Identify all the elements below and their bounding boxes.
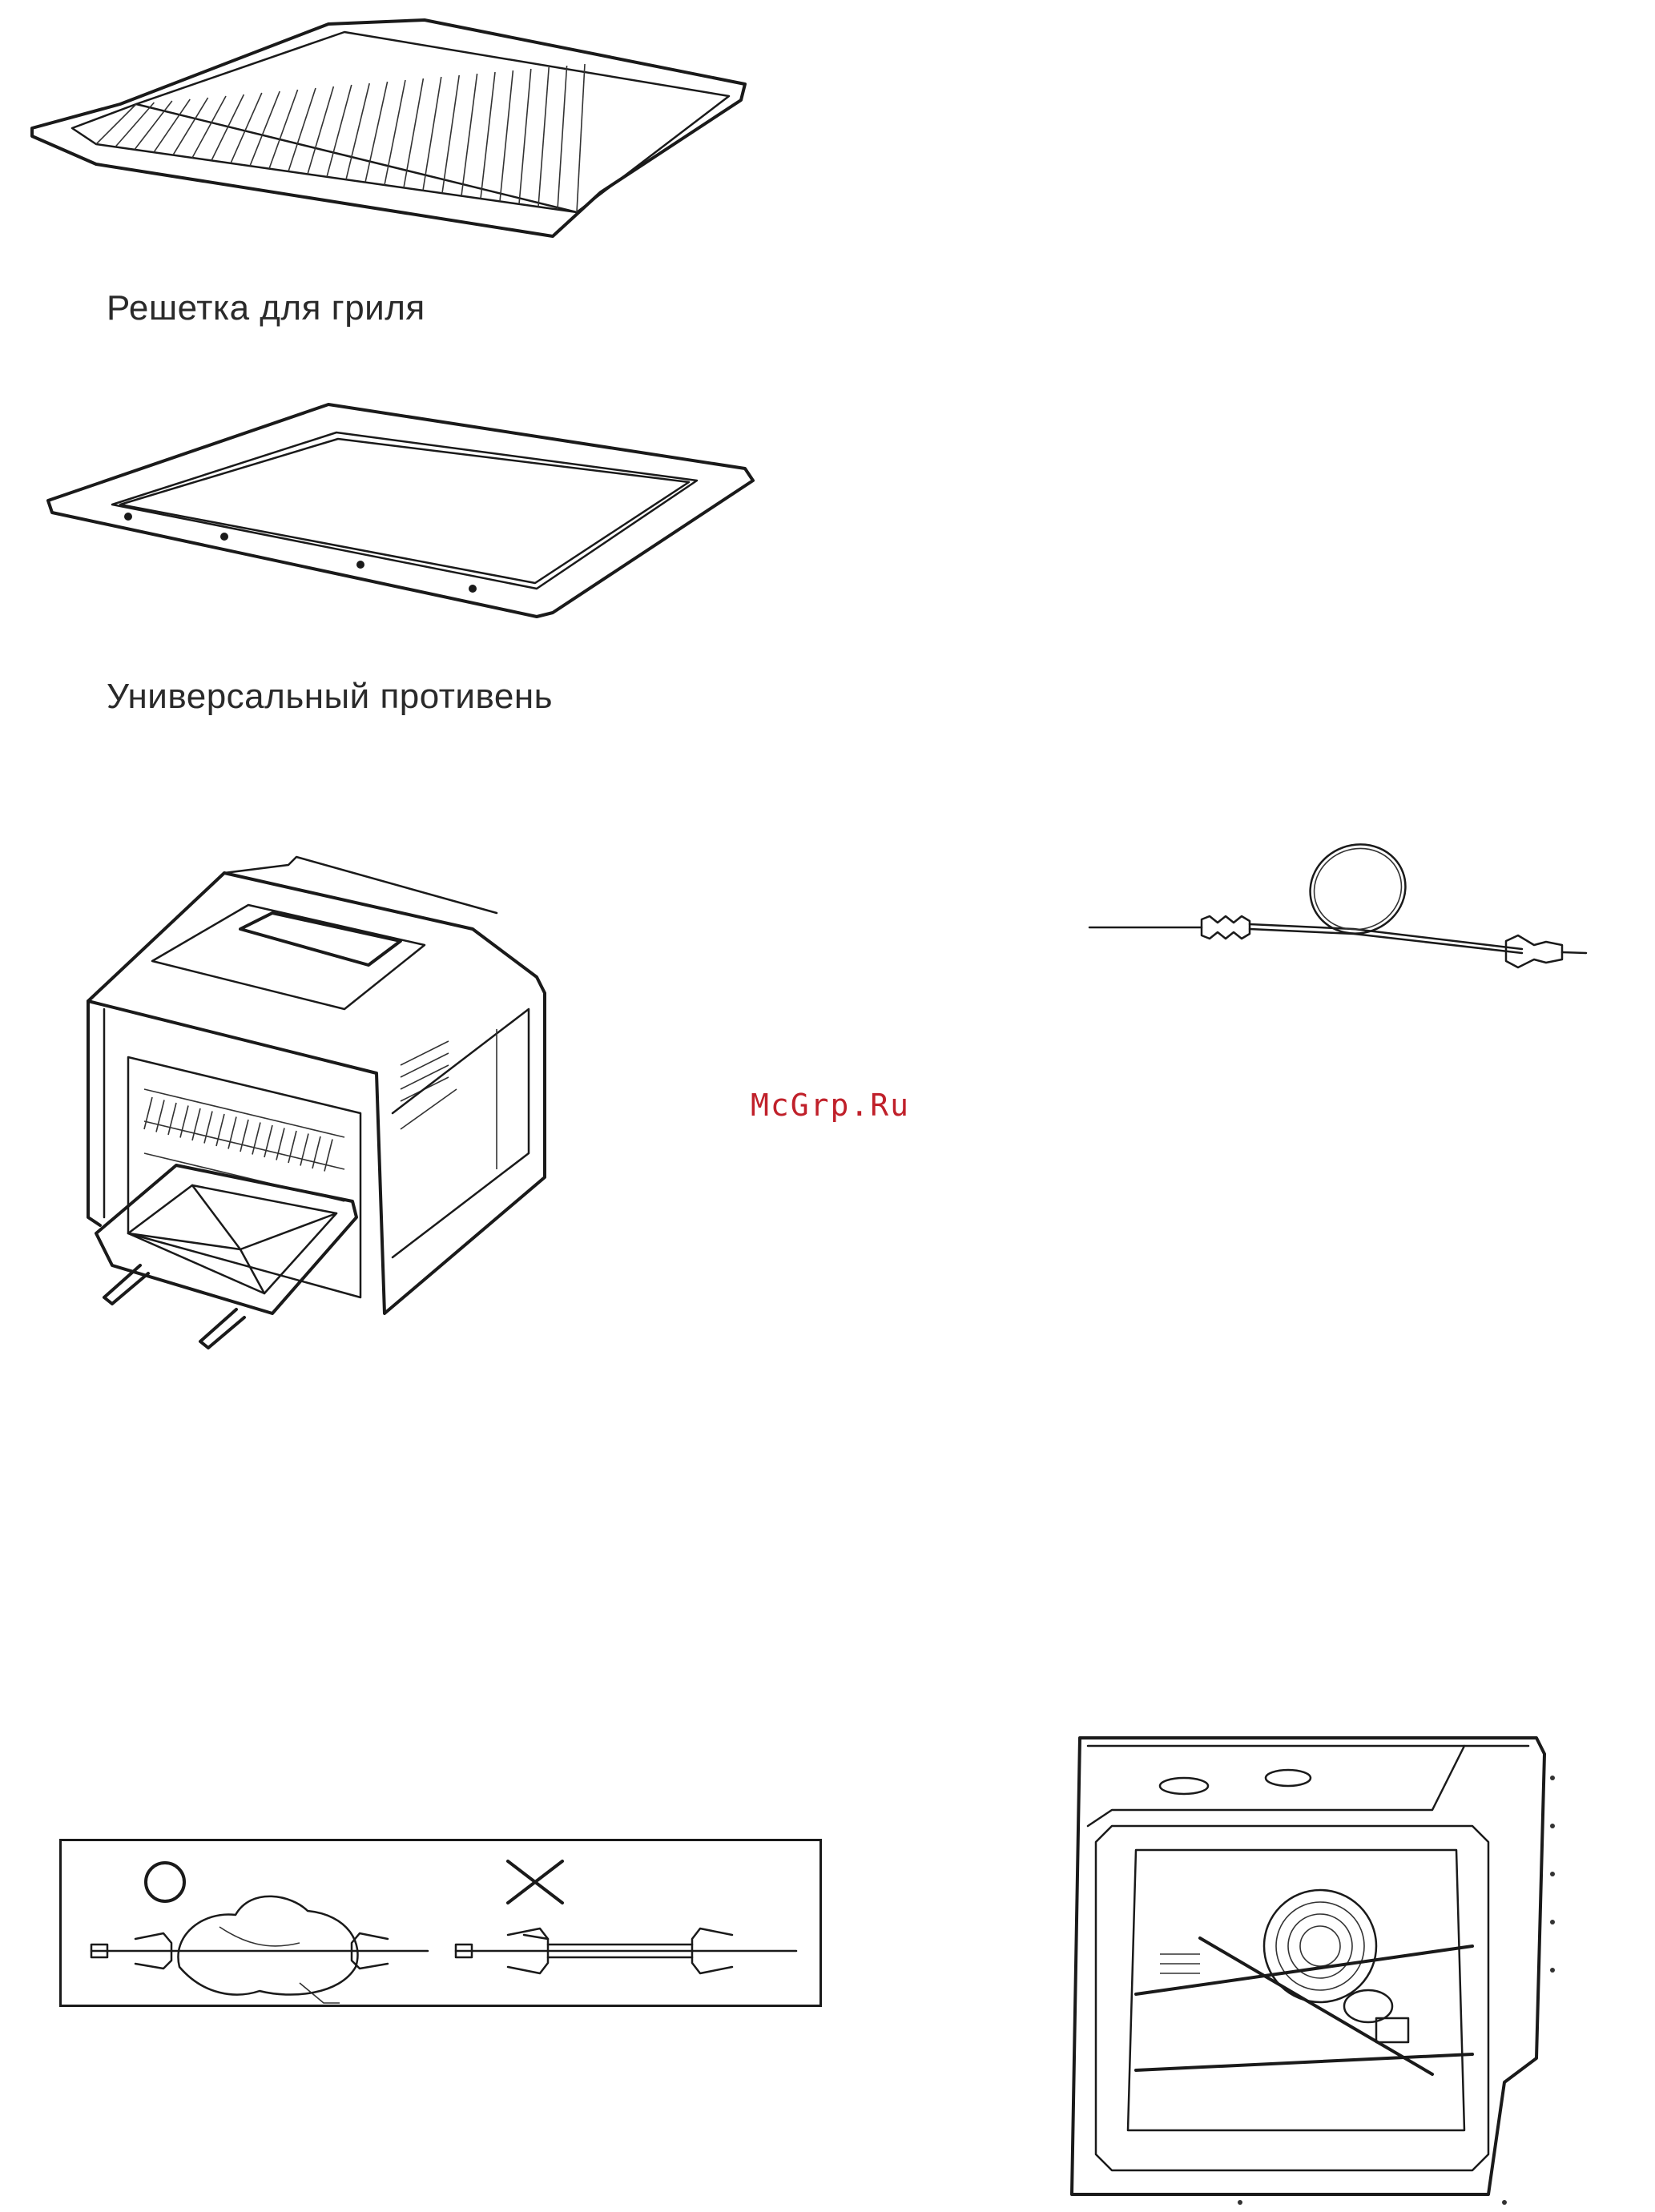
- oven-with-rotisserie-illustration: [1056, 1730, 1568, 2210]
- rack-bar: [264, 1125, 272, 1157]
- rack-bar: [204, 1112, 212, 1144]
- tray-hole: [220, 533, 228, 541]
- grill-bar: [461, 74, 477, 196]
- oven-with-tray-illustration: [80, 849, 545, 1361]
- grill-bar: [346, 83, 369, 179]
- grill-bar: [481, 72, 495, 199]
- rack-bar: [168, 1103, 176, 1135]
- universal-tray-caption: Универсальный противень: [107, 677, 553, 717]
- universal-tray-illustration: [40, 392, 761, 625]
- grill-bar: [442, 75, 459, 193]
- grill-bar: [500, 70, 513, 201]
- grill-bar: [558, 66, 567, 210]
- grill-bar: [423, 77, 441, 191]
- correct-symbol-icon: [146, 1863, 184, 1901]
- wrong-symbol-icon: [508, 1861, 562, 1903]
- grill-bar: [250, 91, 280, 166]
- grill-rack-illustration: [24, 8, 761, 248]
- grill-bar: [365, 82, 388, 183]
- tray-hole: [356, 561, 364, 569]
- grill-bar: [173, 98, 208, 155]
- rack-bar: [216, 1114, 224, 1146]
- rack-bar: [228, 1117, 236, 1149]
- rack-bar: [276, 1128, 284, 1160]
- grill-rack-caption: Решетка для гриля: [107, 288, 425, 328]
- grill-bar: [192, 96, 226, 158]
- grill-bar: [211, 95, 244, 160]
- watermark: McGrp.Ru: [751, 1088, 910, 1123]
- rack-bar: [144, 1097, 152, 1129]
- tray-hole: [124, 513, 132, 521]
- rack-bar: [252, 1123, 260, 1155]
- grill-bar: [577, 64, 585, 212]
- grill-bar: [519, 69, 531, 204]
- rack-bar: [240, 1120, 248, 1152]
- rack-bar: [192, 1108, 200, 1140]
- rack-bar: [180, 1106, 188, 1138]
- tray-hole: [469, 585, 477, 593]
- meat-probe-illustration: [1081, 833, 1594, 977]
- grill-bar: [154, 99, 190, 152]
- rack-bar: [156, 1100, 164, 1132]
- rotisserie-diagram: [59, 1839, 822, 2007]
- grill-bar: [538, 67, 549, 207]
